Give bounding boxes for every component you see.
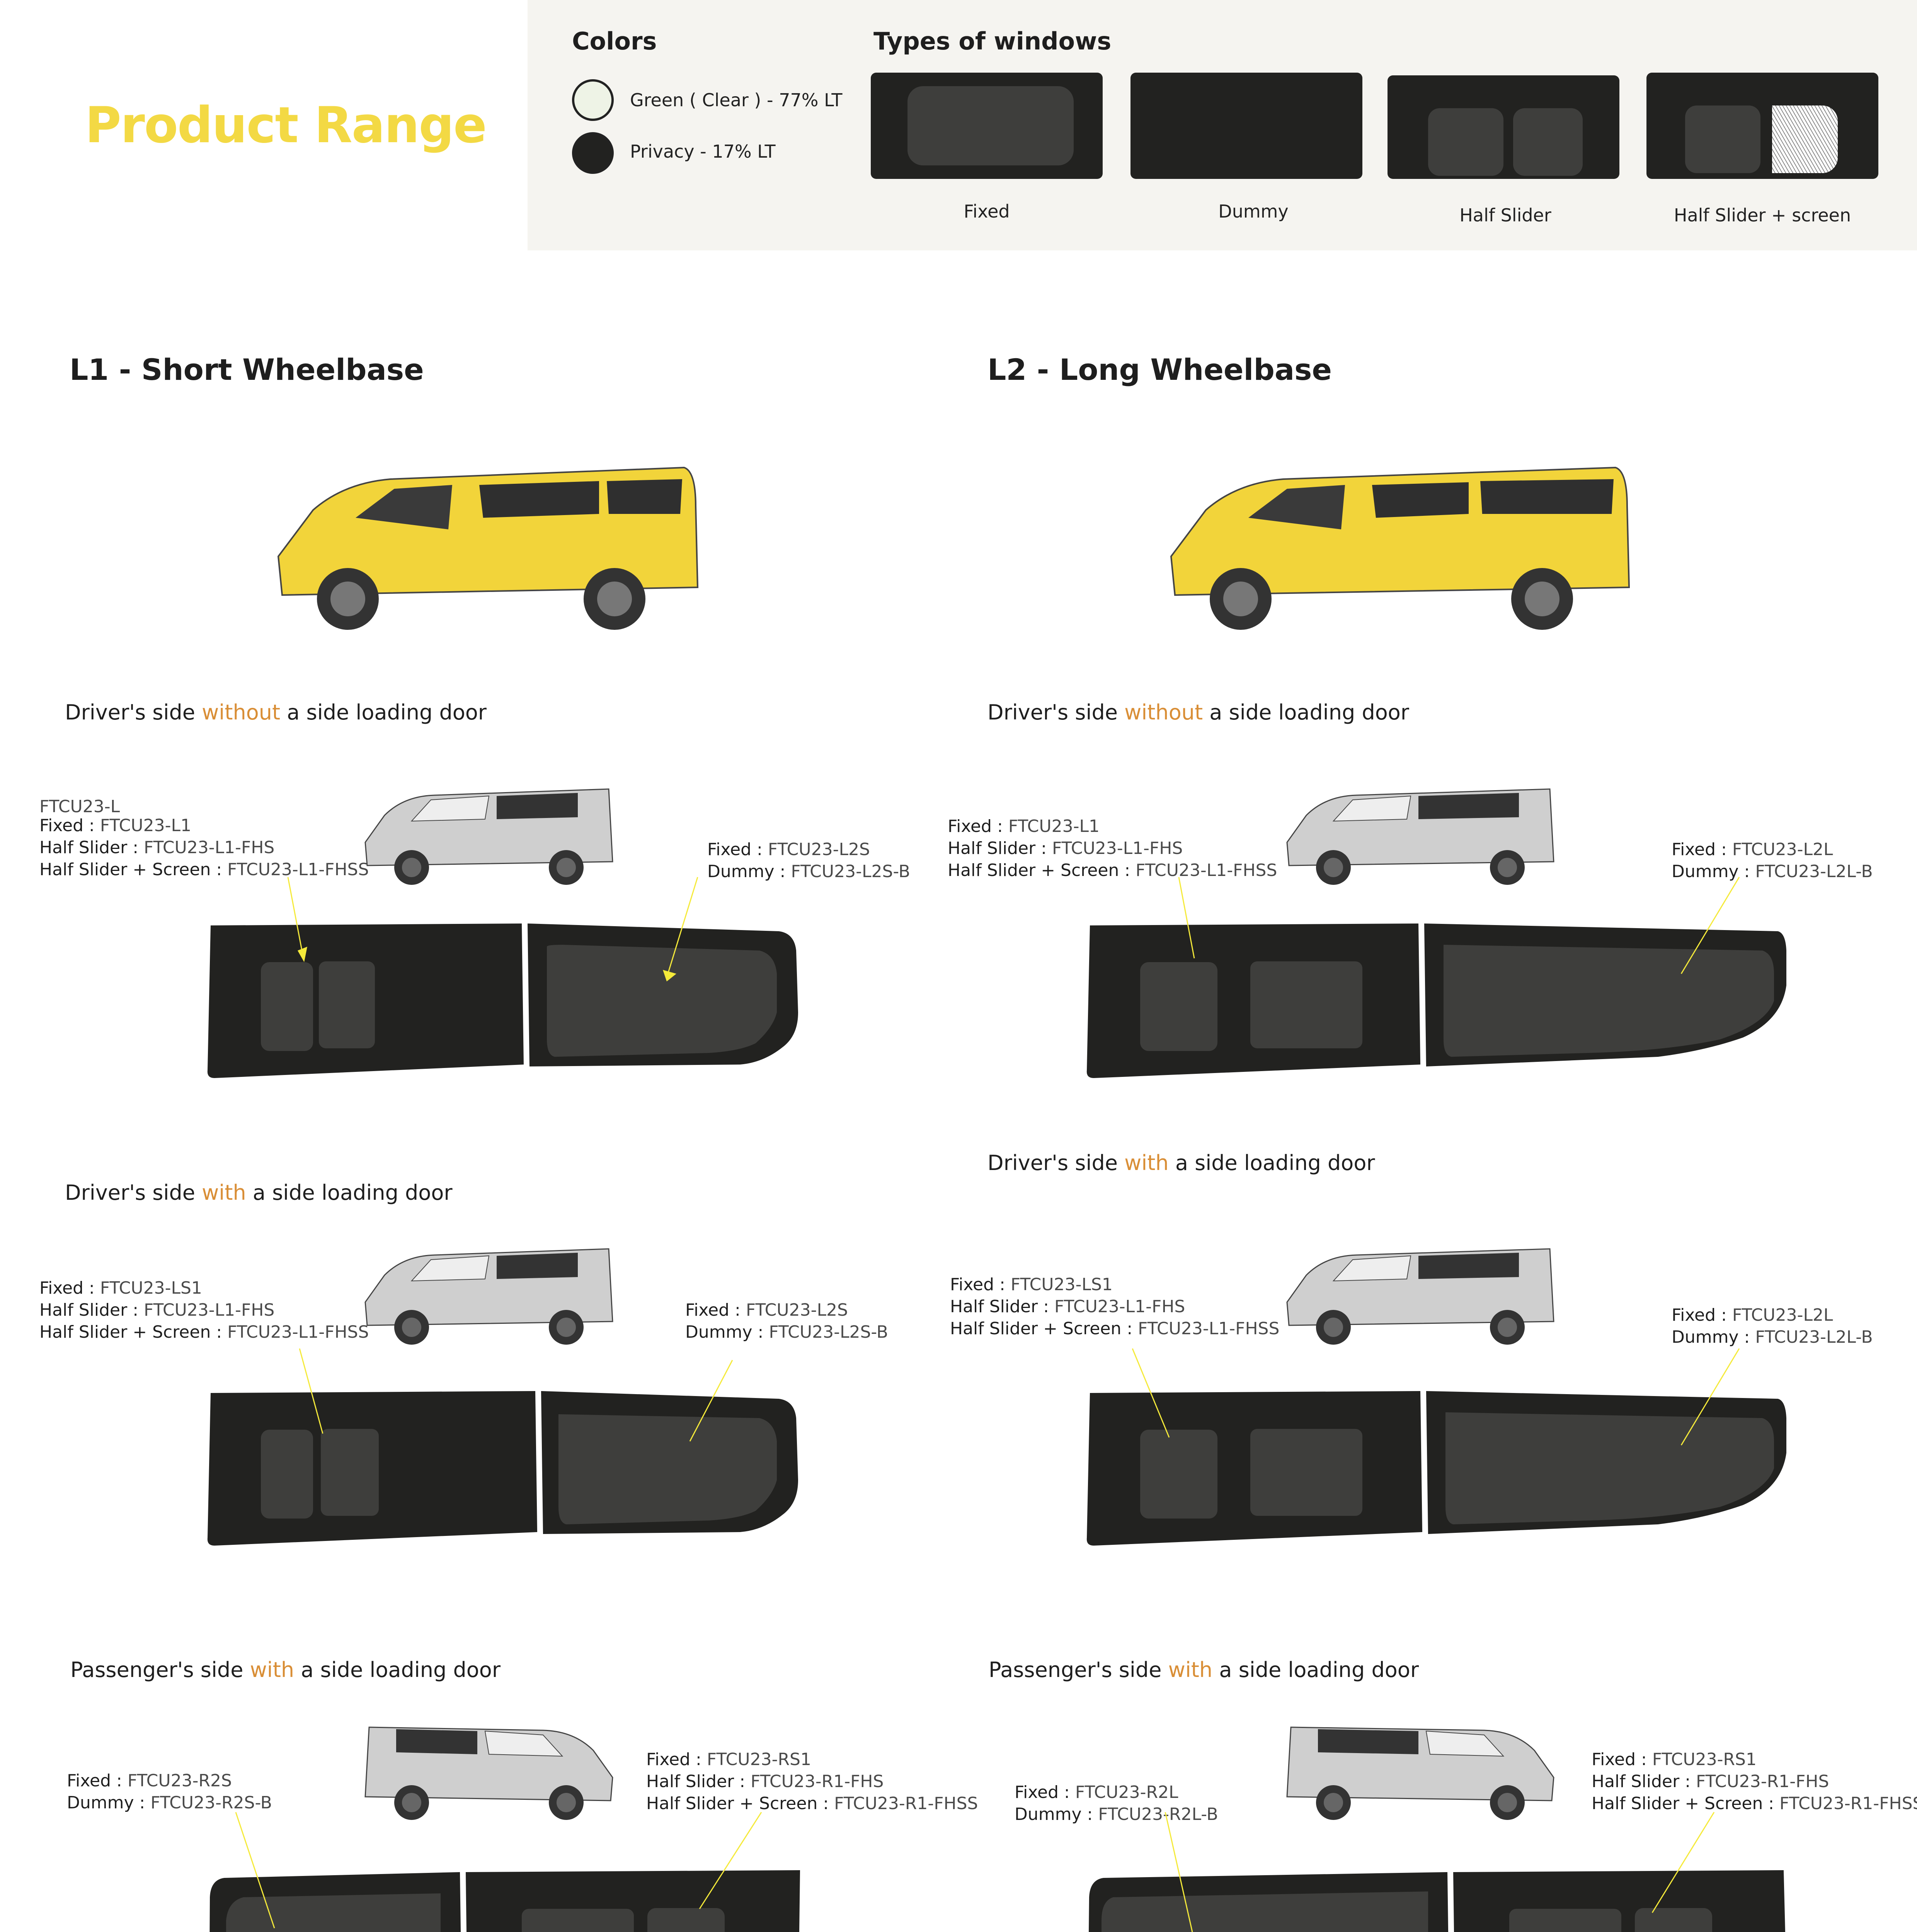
fixed-label: Fixed [964, 201, 1010, 222]
fixed-window-icon [1089, 1872, 1449, 1932]
l2-heading: L2 - Long Wheelbase [987, 352, 1332, 387]
l1-passenger-with-left-codes: Fixed : FTCU23-R2S Dummy : FTCU23-R2S-B [67, 1771, 272, 1813]
l1-heading: L1 - Short Wheelbase [70, 352, 424, 387]
l2-driver-without-window-diagram [1086, 877, 1786, 1078]
half-slider-screen-window-icon [1646, 73, 1878, 179]
l1-passenger-with-window-diagram [209, 1812, 800, 1932]
half-slider-label: Half Slider [1459, 205, 1551, 226]
l2-driver-with-subtitle: Driver's side with a side loading door [987, 1151, 1375, 1175]
l2-driver-without-right-codes: Fixed : FTCU23-L2L Dummy : FTCU23-L2L-B [1672, 840, 1873, 881]
silver-van-driver-l1-image [364, 788, 613, 885]
l2-driver-with-window-diagram [1086, 1348, 1786, 1546]
l1-driver-without-left-codes: FTCU23-L Fixed : FTCU23-L1 Half Slider :… [39, 797, 369, 880]
dummy-label: Dummy [1218, 201, 1289, 222]
silver-van-passenger-l2-image [1286, 1726, 1554, 1820]
l1-driver-with-window-diagram [207, 1348, 798, 1546]
fixed-window-icon [871, 73, 1103, 179]
fixed-window-icon [209, 1872, 461, 1932]
l1-passenger-with-right-codes: Fixed : FTCU23-RS1 Half Slider : FTCU23-… [646, 1750, 978, 1813]
silver-van-passenger-l1-image [364, 1726, 613, 1820]
l2-passenger-with-window-diagram [1089, 1812, 1785, 1932]
dummy-window-icon [1130, 73, 1362, 179]
l2-driver-without-left-codes: Fixed : FTCU23-L1 Half Slider : FTCU23-L… [948, 816, 1277, 880]
silver-van-driver-l2-image [1286, 788, 1554, 885]
arrow-icon [287, 877, 304, 959]
l1-driver-with-right-codes: Fixed : FTCU23-L2S Dummy : FTCU23-L2S-B [685, 1300, 888, 1342]
fixed-window-icon [1424, 923, 1786, 1066]
privacy-label: Privacy - 17% LT [630, 141, 776, 162]
silver-van-driver-with-l1-image [364, 1248, 613, 1345]
silver-van-driver-with-l2-image [1286, 1248, 1554, 1345]
arrow-icon [666, 877, 698, 978]
colors-heading: Colors [572, 27, 657, 55]
l2-driver-without-subtitle: Driver's side without a side loading doo… [987, 700, 1409, 724]
l1-driver-with-left-codes: Fixed : FTCU23-LS1 Half Slider : FTCU23-… [39, 1278, 369, 1342]
legend-panel: Colors Green ( Clear ) - 77% LT Privacy … [528, 0, 1917, 250]
l2-driver-with-right-codes: Fixed : FTCU23-L2L Dummy : FTCU23-L2L-B [1672, 1305, 1873, 1347]
l2-passenger-with-subtitle: Passenger's side with a side loading doo… [989, 1658, 1419, 1682]
l1-driver-without-subtitle: Driver's side without a side loading doo… [65, 700, 487, 724]
half-slider-window-icon [207, 1391, 537, 1546]
page-title: Product Range [85, 97, 487, 154]
l2-passenger-with-right-codes: Fixed : FTCU23-RS1 Half Slider : FTCU23-… [1592, 1750, 1917, 1813]
fixed-window-icon [1426, 1391, 1786, 1534]
window-types-heading: Types of windows [873, 27, 1112, 55]
l1-driver-without-window-diagram [207, 877, 798, 1078]
half-slider-window-icon [1086, 923, 1420, 1078]
half-slider-window-icon [466, 1870, 800, 1932]
l2-passenger-with-left-codes: Fixed : FTCU23-R2L Dummy : FTCU23-R2L-B [1015, 1782, 1218, 1824]
l1-driver-with-subtitle: Driver's side with a side loading door [65, 1180, 453, 1205]
half-slider-window-icon [207, 923, 524, 1078]
half-slider-window-icon [1086, 1391, 1422, 1546]
fixed-window-icon [541, 1391, 798, 1534]
half-slider-window-icon [1453, 1870, 1785, 1932]
l1-driver-without-right-codes: Fixed : FTCU23-L2S Dummy : FTCU23-L2S-B [707, 840, 910, 881]
half-slider-window-icon [1388, 75, 1619, 179]
fixed-window-icon [528, 923, 798, 1066]
l2-driver-with-left-codes: Fixed : FTCU23-LS1 Half Slider : FTCU23-… [950, 1275, 1280, 1338]
privacy-swatch [572, 132, 614, 174]
l1-passenger-with-subtitle: Passenger's side with a side loading doo… [70, 1658, 501, 1682]
green-clear-swatch [572, 79, 614, 121]
green-clear-label: Green ( Clear ) - 77% LT [630, 90, 843, 111]
yellow-van-l2-image [1170, 466, 1630, 630]
yellow-van-l1-image [277, 466, 699, 630]
half-slider-screen-label: Half Slider + screen [1674, 205, 1851, 226]
